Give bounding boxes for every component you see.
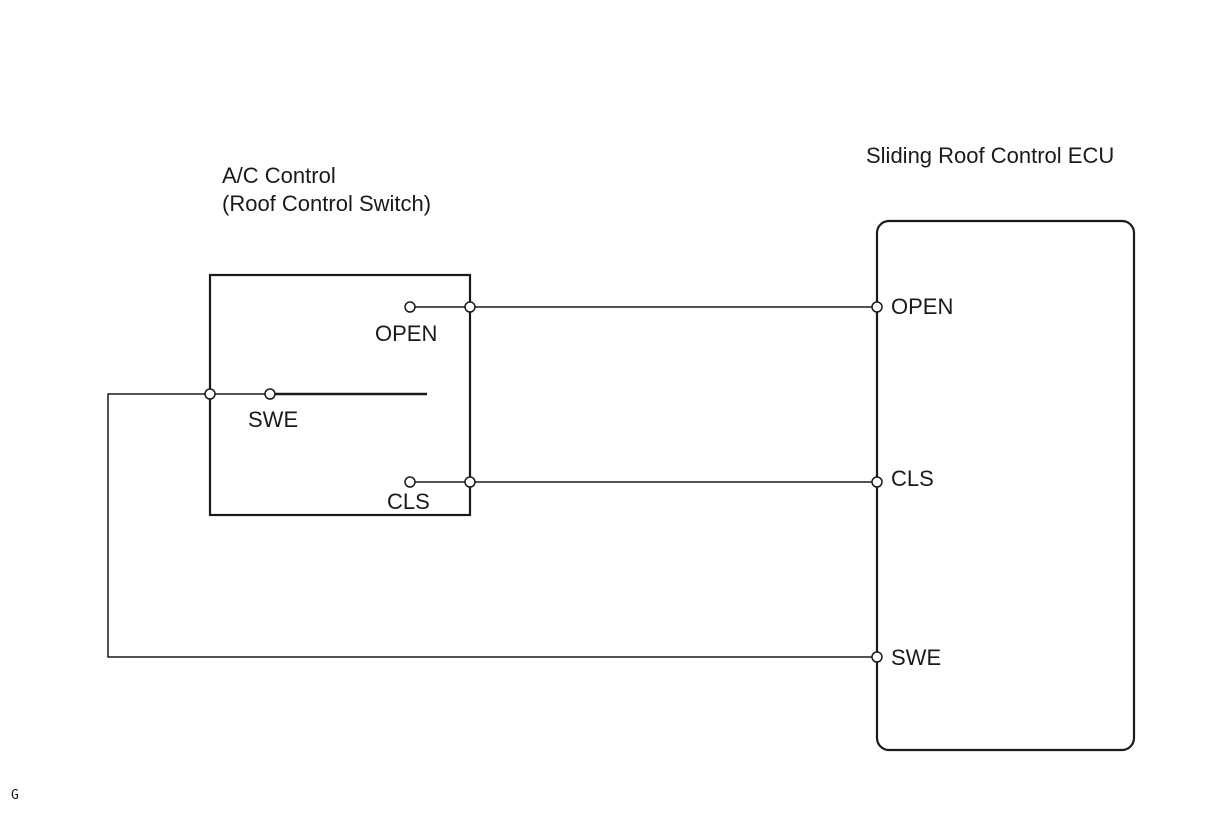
switch-swe-terminal (204, 388, 216, 400)
switch-open-contact (404, 301, 416, 313)
switch-cls-contact (404, 476, 416, 488)
switch-title-line2: (Roof Control Switch) (222, 191, 432, 216)
ecu-pin-swe-label: SWE (891, 645, 942, 670)
ecu-swe-terminal (871, 651, 883, 663)
ecu-cls-terminal (871, 476, 883, 488)
switch-pin-cls-label: CLS (387, 489, 430, 514)
switch-pin-open-label: OPEN (375, 321, 438, 346)
switch-swe-pivot (264, 388, 276, 400)
switch-pin-swe-label: SWE (248, 407, 299, 432)
switch-open-terminal (464, 301, 476, 313)
switch-cls-terminal (464, 476, 476, 488)
ecu-title: Sliding Roof Control ECU (866, 143, 1115, 168)
ecu-open-terminal (871, 301, 883, 313)
swe-wire (107, 393, 877, 658)
ecu-pin-cls-label: CLS (891, 466, 934, 491)
switch-title-line1: A/C Control (222, 163, 336, 188)
ecu-pin-open-label: OPEN (891, 294, 954, 319)
figure-code: G (11, 788, 19, 803)
